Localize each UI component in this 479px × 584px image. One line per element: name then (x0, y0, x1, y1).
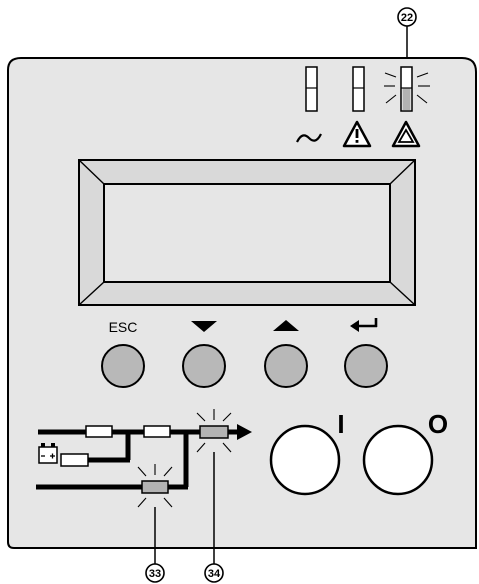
led-alarm-lit (400, 66, 413, 112)
callout-34: 34 (204, 563, 224, 583)
sine-wave-icon (296, 133, 322, 143)
on-label: I (337, 409, 344, 439)
led-battery-lit (141, 480, 169, 494)
down-button[interactable] (182, 344, 226, 388)
enter-icon (350, 318, 378, 332)
led-battery-flash-rays (137, 464, 173, 508)
arrow-up-icon (273, 320, 299, 331)
led-alarm-flash-rays (384, 72, 430, 104)
battery-icon (38, 443, 58, 464)
led-ac-input (305, 66, 318, 112)
alarm-triangle-icon (391, 120, 421, 148)
led-warning (352, 66, 365, 112)
on-button[interactable] (269, 424, 341, 496)
off-label: O (428, 409, 448, 439)
callout-33-label: 33 (149, 568, 161, 580)
up-button[interactable] (264, 344, 308, 388)
callout-33: 33 (145, 563, 165, 583)
warning-triangle-icon (342, 120, 372, 148)
callout-22-label: 22 (401, 12, 413, 24)
mimic-diagram (36, 424, 252, 490)
led-output-flash-rays (196, 409, 232, 453)
callout-22: 22 (397, 7, 417, 27)
callout-34-label: 34 (208, 568, 221, 580)
led-output-lit (199, 425, 229, 439)
esc-label: ESC (109, 319, 138, 335)
lcd-display (78, 159, 416, 306)
off-button[interactable] (362, 424, 434, 496)
enter-button[interactable] (344, 344, 388, 388)
esc-button[interactable] (101, 344, 145, 388)
arrow-down-icon (191, 321, 217, 332)
